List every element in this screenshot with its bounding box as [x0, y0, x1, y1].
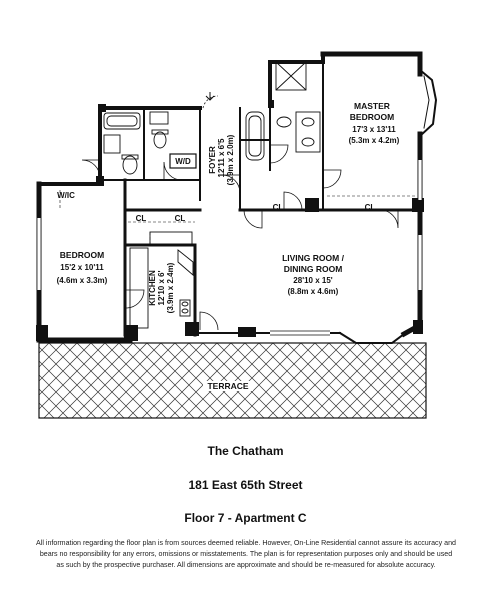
bedroom-metric: (4.6m x 3.3m) — [57, 276, 108, 285]
wd-label: W/D — [175, 157, 191, 166]
kitchen-label: KITCHEN — [148, 270, 157, 306]
building-name: The Chatham — [207, 444, 284, 458]
room-labels: MASTER BEDROOM 17'3 x 13'11 (5.3m x 4.2m… — [57, 101, 400, 391]
bedroom-label: BEDROOM — [60, 250, 104, 260]
disclaimer: All information regarding the floor plan… — [14, 538, 478, 571]
bedroom-dims: 15'2 x 10'11 — [60, 263, 104, 272]
master-bedroom-metric: (5.3m x 4.2m) — [349, 136, 400, 145]
doors — [81, 92, 399, 331]
kitchen-metric: (3.9m x 2.4m) — [166, 262, 175, 313]
wic-label: W/IC — [57, 191, 75, 200]
living-metric: (8.8m x 4.6m) — [288, 287, 339, 296]
bedroom-closet-label: CL — [136, 214, 147, 223]
windows — [36, 160, 423, 336]
master-closet-left-label: CL — [273, 203, 284, 212]
master-bedroom-dims: 17'3 x 13'11 — [352, 125, 396, 134]
foyer-dims: 12'11 x 6'5 — [217, 138, 226, 178]
closet-shelves — [59, 190, 416, 245]
apartment-unit: Floor 7 - Apartment C — [184, 511, 307, 525]
foyer-label: FOYER — [208, 146, 217, 174]
terrace-label: TERRACE — [207, 381, 248, 391]
building-address: 181 East 65th Street — [188, 478, 303, 492]
living-label: LIVING ROOM / — [282, 253, 345, 263]
living-label-2: DINING ROOM — [284, 264, 343, 274]
master-bedroom-label-2: BEDROOM — [350, 112, 394, 122]
living-dims: 28'10 x 15' — [293, 276, 332, 285]
disclaimer-line-2: bears no responsibility for any errors, … — [39, 550, 453, 558]
kitchen-dims: 12'10 x 6' — [157, 270, 166, 305]
structural-columns — [36, 100, 424, 341]
disclaimer-line-3: as such by the prospective purchaser. Al… — [56, 561, 436, 569]
terrace — [38, 342, 427, 419]
bathroom-fixtures — [103, 61, 321, 175]
disclaimer-line-1: All information regarding the floor plan… — [36, 539, 456, 547]
master-bedroom-label: MASTER — [354, 101, 390, 111]
master-closet-right-label: CL — [365, 203, 376, 212]
kitchen-closet-label: CL — [175, 214, 186, 223]
kitchen-fixtures — [129, 231, 194, 329]
exterior-walls — [36, 51, 438, 344]
floor-plan: MASTER BEDROOM 17'3 x 13'11 (5.3m x 4.2m… — [36, 51, 438, 419]
foyer-metric: (3.9m x 2.0m) — [226, 134, 235, 185]
